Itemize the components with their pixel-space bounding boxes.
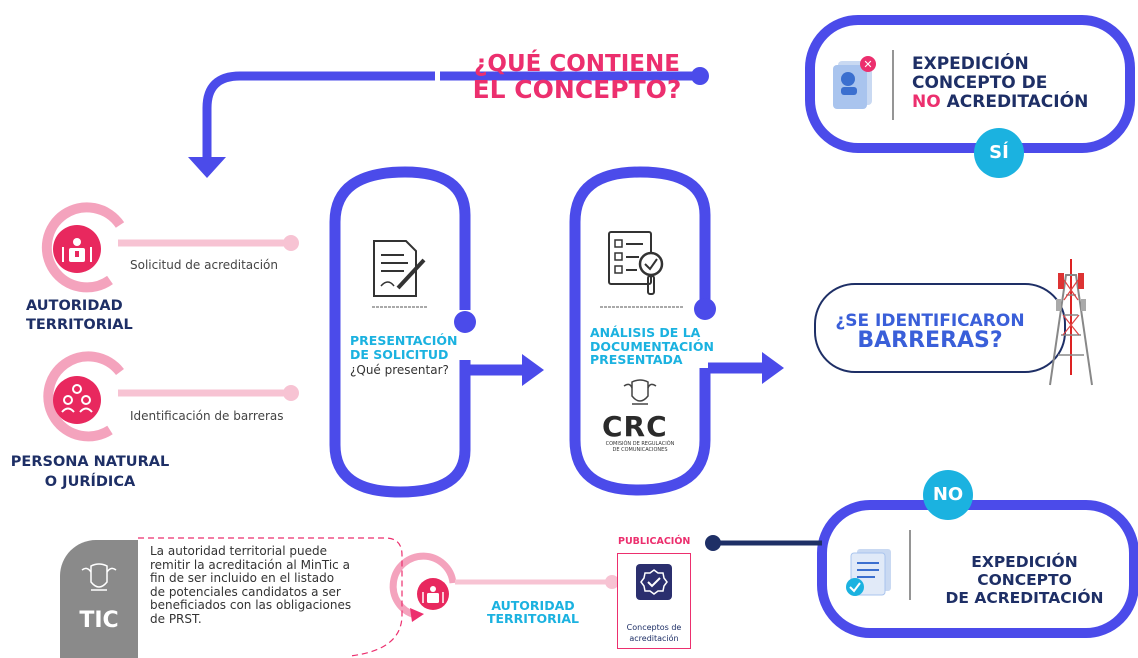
step1-title-line2: DE SOLICITUD xyxy=(350,347,449,362)
tic-note-line: beneficiados con las obligaciones xyxy=(150,598,352,612)
accreditation-line1: EXPEDICIÓN CONCEPTO xyxy=(971,553,1078,589)
barriers-question-line2: BARRERAS? xyxy=(857,328,1003,353)
tic-note-line: de PRST. xyxy=(150,611,202,626)
barriers-box-border xyxy=(814,283,1066,373)
telecom-tower-icon xyxy=(1036,255,1106,395)
no-accreditation-line3: NO ACREDITACIÓN xyxy=(912,93,1088,112)
bottom-actor-line2: TERRITORIAL xyxy=(486,611,580,626)
publication-title: PUBLICACIÓN xyxy=(618,536,691,547)
top-connector-dot xyxy=(691,67,709,85)
arrow-1-2-head xyxy=(522,354,544,386)
persona-arc xyxy=(43,351,124,442)
autoridad-name: AUTORIDAD TERRITORIAL xyxy=(26,297,133,335)
autoridad-name-line2: TERRITORIAL xyxy=(26,317,133,333)
persona-name-line2: O JURÍDICA xyxy=(44,474,136,490)
document-rejected-icon: ✕ xyxy=(830,55,885,110)
step1-title: PRESENTACIÓN DE SOLICITUD xyxy=(350,334,457,362)
persona-name: PERSONA NATURAL O JURÍDICA xyxy=(10,452,170,492)
step1-capsule xyxy=(329,166,471,498)
step1-dot xyxy=(454,311,476,333)
step1-subtitle: ¿Qué presentar? xyxy=(350,363,449,377)
persona-action: Identificación de barreras xyxy=(130,409,284,423)
tic-note-line: remitir la acreditación al MinTic a xyxy=(150,557,350,572)
bottom-actor-arc xyxy=(389,552,457,619)
step2-title-line2: DOCUMENTACIÓN xyxy=(590,338,714,354)
tic-note-line: La autoridad territorial puede xyxy=(150,544,328,558)
autoridad-arc xyxy=(41,202,125,293)
tic-shield-icon xyxy=(81,563,117,591)
autoridad-dot xyxy=(283,235,299,251)
no-accreditation-box-border xyxy=(805,15,1135,153)
persona-dot xyxy=(283,385,299,401)
checklist-magnifier-icon xyxy=(605,228,677,300)
no-accreditation-line1: EXPEDICIÓN xyxy=(912,54,1029,74)
autoridad-name-line1: AUTORIDAD xyxy=(26,298,123,314)
no-accreditation-label: EXPEDICIÓN CONCEPTO DE NO ACREDITACIÓN xyxy=(912,55,1088,112)
tic-note-text: La autoridad territorial puede remitir l… xyxy=(150,544,395,626)
podium-speaker-icon xyxy=(53,225,101,273)
question-title-line2: EL CONCEPTO? xyxy=(472,75,682,104)
tic-logo-text: TIC xyxy=(79,608,119,633)
tic-note-line: de potenciales candidatos a ser xyxy=(150,584,341,599)
step2-capsule xyxy=(569,166,711,496)
no-accreditation-rest: ACREDITACIÓN xyxy=(940,92,1089,112)
question-title: ¿QUÉ CONTIENE EL CONCEPTO? xyxy=(467,51,687,104)
barriers-question: ¿SE IDENTIFICARON BARRERAS? xyxy=(830,312,1030,352)
autoridad-action: Solicitud de acreditación xyxy=(130,258,279,272)
crc-sub1: COMISIÓN DE REGULACIÓN xyxy=(605,441,675,447)
no-highlight: NO xyxy=(912,92,941,112)
tic-logo-panel: TIC xyxy=(60,540,138,658)
step2-dot xyxy=(694,298,716,320)
step2-title: ANÁLISIS DE LA DOCUMENTACIÓN PRESENTADA xyxy=(590,326,714,367)
down-arrow-head xyxy=(188,157,226,178)
bottom-actor-arrow xyxy=(410,608,424,622)
step2-title-line3: PRESENTADA xyxy=(590,352,683,367)
barriers-question-line1: ¿SE IDENTIFICARON xyxy=(835,311,1025,331)
approved-documents-icon xyxy=(843,545,898,600)
accreditation-label: EXPEDICIÓN CONCEPTO DE ACREDITACIÓN xyxy=(922,553,1127,607)
publication-card: Conceptos de acreditación xyxy=(617,553,691,649)
crc-sub2: DE COMUNICACIONES xyxy=(612,447,668,453)
question-title-line1: ¿QUÉ CONTIENE xyxy=(474,51,680,77)
bottom-actor-name: AUTORIDAD TERRITORIAL xyxy=(478,599,588,625)
persona-name-line1: PERSONA NATURAL xyxy=(10,454,170,470)
svg-text:✕: ✕ xyxy=(863,58,872,71)
bottom-connector-dot xyxy=(705,535,721,551)
bottom-actor-line1: AUTORIDAD xyxy=(491,598,575,613)
crc-shield-icon xyxy=(620,378,660,412)
podium-speaker-icon-small xyxy=(417,578,449,610)
no-accreditation-line2: CONCEPTO DE xyxy=(912,73,1048,93)
yes-badge: SÍ xyxy=(974,128,1024,178)
step1-title-line1: PRESENTACIÓN xyxy=(350,333,458,348)
accreditation-line2: DE ACREDITACIÓN xyxy=(945,589,1104,607)
accreditation-box-border xyxy=(817,500,1138,638)
no-badge: NO xyxy=(923,470,973,520)
step2-title-line1: ANÁLISIS DE LA xyxy=(590,325,701,340)
elbow-connector-line xyxy=(202,71,435,160)
tic-note-line: fin de ser incluido en el listado xyxy=(150,571,335,585)
bottom-actor-dot xyxy=(605,575,619,589)
arrow-2-3-head xyxy=(762,352,784,384)
crc-logo-text: CRC xyxy=(602,410,668,443)
publication-label-line2: acreditación xyxy=(629,634,679,643)
tic-note-border xyxy=(138,537,403,657)
publication-label: Conceptos de acreditación xyxy=(618,622,690,644)
people-group-icon xyxy=(53,376,101,424)
publication-label-line1: Conceptos de xyxy=(626,623,682,632)
crc-logo-subtitle: COMISIÓN DE REGULACIÓN DE COMUNICACIONES xyxy=(600,441,680,453)
signed-document-icon xyxy=(370,238,430,302)
verified-badge-icon xyxy=(636,564,672,600)
